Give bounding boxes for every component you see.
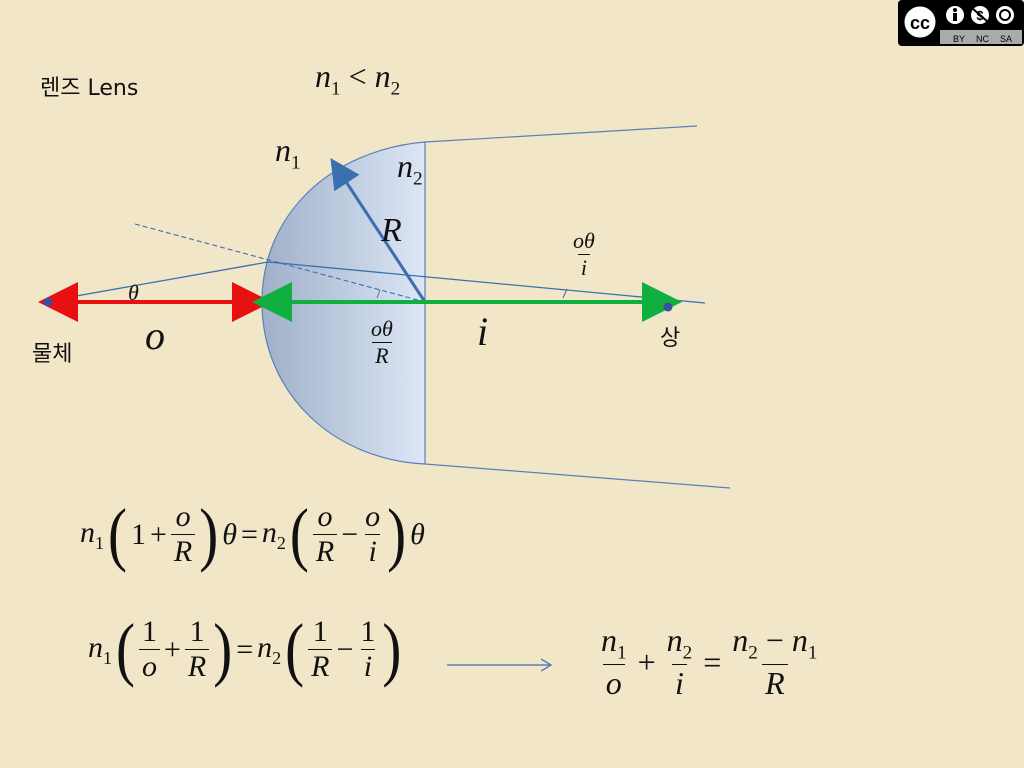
n1-label: n1 xyxy=(275,132,301,174)
object-label: 물체 xyxy=(32,342,73,367)
image-distance-label: i xyxy=(477,309,489,354)
image-point xyxy=(663,302,673,312)
object-point xyxy=(43,297,53,307)
result-frac-n1-o: n1 o xyxy=(601,622,627,702)
lens-top-edge xyxy=(424,125,698,143)
theta-label: θ xyxy=(128,280,139,305)
n2-label: n2 xyxy=(397,148,423,190)
index-condition: n1 < n2 xyxy=(315,58,401,100)
refraction-diagram xyxy=(38,125,731,489)
by-label: BY xyxy=(953,34,965,44)
image-angle-fraction: oθ i xyxy=(573,228,595,280)
center-angle-fraction: oθ R xyxy=(371,316,393,368)
incident-ray xyxy=(47,261,269,302)
radius-label: R xyxy=(381,212,402,249)
sa-label: SA xyxy=(1000,34,1012,44)
slide-title: 렌즈 Lens xyxy=(40,76,139,101)
nc-label: NC xyxy=(976,34,989,44)
cc-text: cc xyxy=(910,13,930,33)
result-equation: n1 o + n2 i = n2 − n1 R xyxy=(598,622,821,702)
image-label: 상 xyxy=(660,326,681,351)
object-distance-label: o xyxy=(145,313,165,358)
implies-arrow xyxy=(447,658,553,672)
angle-tick-image xyxy=(562,288,568,299)
lens-bottom-edge xyxy=(424,463,731,489)
cc-license-badge: cc $ BY NC SA xyxy=(898,0,1024,46)
result-frac-diff-R: n2 − n1 R xyxy=(732,622,818,702)
cc-icon xyxy=(901,3,939,41)
result-frac-n2-i: n2 i xyxy=(666,622,693,702)
radius-arrow xyxy=(330,157,427,303)
sa-icon xyxy=(994,4,1016,26)
angle-tick-center xyxy=(376,289,381,299)
